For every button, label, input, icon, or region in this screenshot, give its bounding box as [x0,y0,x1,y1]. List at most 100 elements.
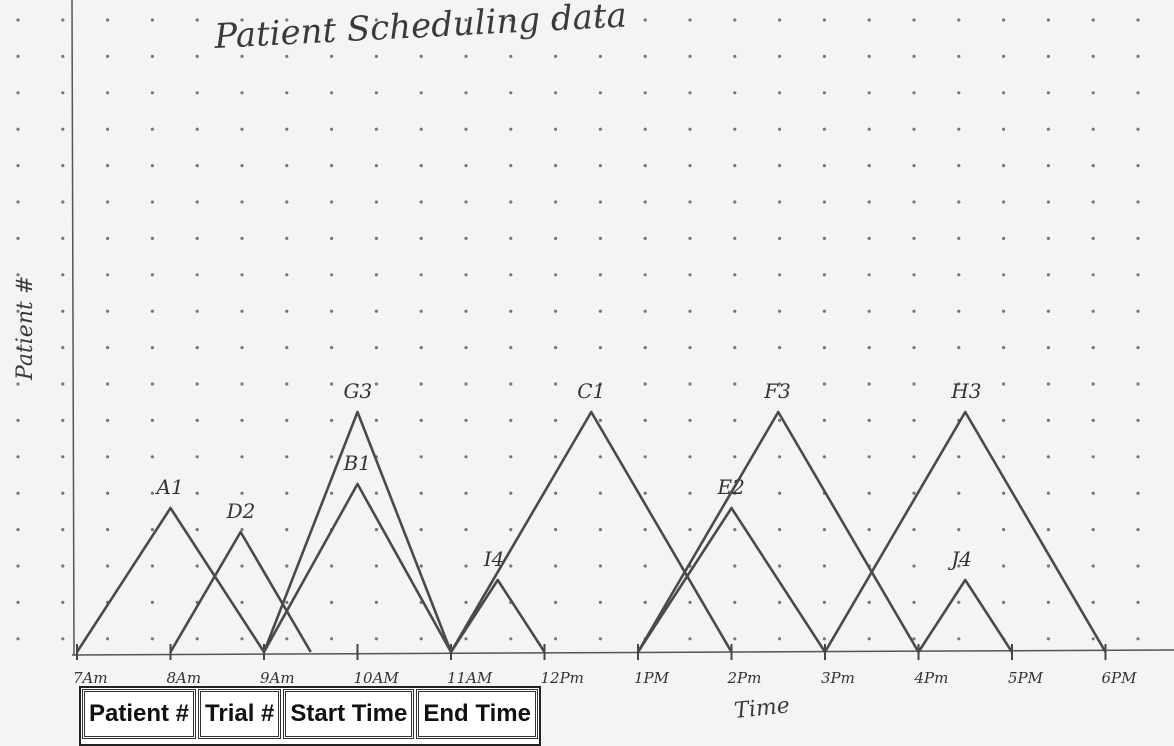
grid-dot [778,637,782,641]
grid-dot [1136,91,1140,95]
grid-dot [912,382,916,386]
grid-dot [867,91,871,95]
grid-dot [106,418,110,422]
grid-dot [330,600,334,605]
grid-dot [16,91,20,95]
grid-dot [150,564,154,568]
grid-dot [106,346,110,350]
series-label-j4: J4 [947,547,972,571]
grid-dot [509,637,513,641]
grid-dot [912,273,916,277]
grid-dot [61,600,65,605]
series-label-a1: A1 [155,475,184,499]
series-line-i4 [449,578,546,653]
grid-dot [822,600,827,605]
grid-dot [867,236,871,240]
grid-dot [61,455,65,459]
grid-dot [16,18,20,22]
grid-dot [285,54,289,59]
grid-dot [464,164,468,168]
grid-dot [554,54,558,59]
grid-dot [240,637,244,641]
grid-dot [733,91,737,95]
grid-dot [464,491,468,495]
grid-dot [912,491,916,495]
grid-dot [464,382,468,386]
series-line-c1 [449,410,733,653]
grid-dot [1091,236,1095,240]
grid-dot [1091,600,1095,605]
grid-dot [554,273,558,277]
grid-dot [106,127,110,131]
grid-dot [822,273,827,277]
grid-dot [1046,600,1050,605]
x-tick-label: 3Pm [821,669,855,687]
grid-dot [1002,200,1006,204]
grid-dot [16,491,20,495]
grid-dot [374,528,378,532]
grid-dot [374,637,378,641]
grid-dot [1046,54,1050,59]
grid-dot [912,637,916,641]
grid-dot [106,164,110,168]
grid-dot [912,164,916,168]
grid-dot [867,455,871,459]
grid-dot [195,200,199,204]
grid-dot [598,91,603,95]
grid-dot [61,54,65,59]
grid-dot [419,54,423,59]
grid-dot [509,127,513,131]
grid-dot [733,491,737,495]
grid-dot [374,200,378,204]
grid-dot [733,600,737,605]
grid-dot [912,418,916,422]
grid-dot [240,564,244,568]
grid-dot [195,491,199,495]
grid-dot [61,309,65,313]
grid-dot [1136,127,1140,131]
grid-dot [688,236,692,240]
grid-dot [778,455,782,459]
grid-dot [419,236,423,240]
grid-dot [509,564,513,568]
grid-dot [1136,164,1140,168]
grid-dot [240,346,244,350]
grid-dot [195,164,199,168]
grid-dot [598,200,603,204]
grid-dot [1091,127,1095,131]
grid-dot [554,455,558,459]
grid-dot [16,528,20,532]
grid-dot [150,309,154,313]
grid-dot [1046,455,1050,459]
grid-dot [822,637,827,641]
grid-dot [554,309,558,313]
grid-dot [912,18,916,22]
grid-dot [374,600,378,605]
grid-dot [106,564,110,568]
grid-dot [330,127,334,131]
grid-dot [285,18,289,22]
grid-dot [106,528,110,532]
grid-dot [822,309,827,313]
grid-dot [1136,455,1140,459]
grid-dot [778,273,782,277]
grid-dot [957,528,961,532]
grid-dot [150,200,154,204]
grid-dot [374,91,378,95]
grid-dot [957,455,961,459]
grid-dot [61,382,65,386]
grid-dot [16,455,20,459]
grid-dot [688,54,692,59]
grid-dot [419,273,423,277]
grid-dot [688,164,692,168]
grid-dot [554,236,558,240]
grid-dot [957,164,961,168]
grid-dot [1002,273,1006,277]
grid-dot [643,418,647,422]
grid-dot [1002,382,1006,386]
grid-dot [374,418,378,422]
grid-dot [240,236,244,240]
grid-dot [733,200,737,204]
